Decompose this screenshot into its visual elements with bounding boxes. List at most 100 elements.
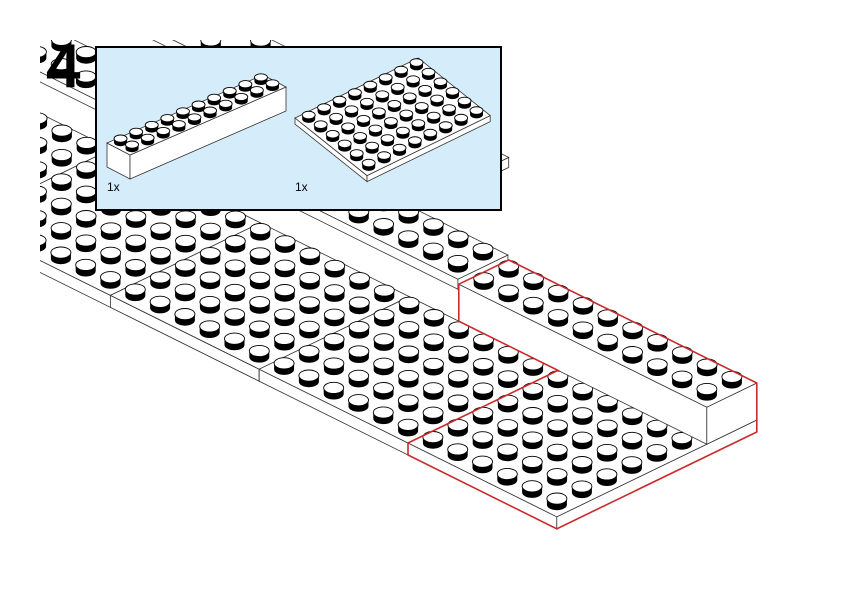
stud [298,345,320,363]
stud [523,272,544,291]
stud [51,124,73,143]
stud [473,272,495,290]
part-quantity-brick-2x10: 1x [107,180,120,194]
stud [571,431,593,450]
stud [365,141,380,154]
stud [368,124,383,137]
stud [596,419,618,438]
base-plate-1 [2,112,113,197]
stud [373,333,395,351]
stud [421,67,436,80]
stud [298,320,320,339]
stud [414,102,429,115]
stud [472,242,494,261]
stud [175,234,196,253]
stud [199,247,221,265]
stud [273,332,295,351]
stud [274,235,296,253]
stud [75,210,97,228]
stud [433,77,448,90]
stud [671,432,693,450]
stud [325,129,340,143]
stud [621,407,643,426]
stud [397,418,419,437]
stud [337,139,352,152]
stud [378,73,393,86]
stud [398,296,420,315]
stud [249,271,271,290]
stud [422,382,444,400]
stud [51,148,73,167]
stud [201,10,221,27]
stud [375,90,390,103]
stud [222,86,237,99]
stud [100,246,122,265]
parts-callout [95,46,502,211]
stud [40,46,47,64]
stud [299,247,321,266]
stud [596,443,618,462]
stud [218,99,233,112]
stud [521,480,543,498]
stud [373,284,395,303]
stud [356,114,371,128]
stud [249,247,271,265]
stud [377,151,392,164]
stud [438,121,453,134]
stud [387,99,402,113]
stud [521,455,543,474]
stud [224,235,246,253]
stud [324,259,346,278]
stud [160,114,175,126]
stud [75,185,97,204]
stud [696,358,718,377]
stud [100,222,122,240]
stud [50,58,72,76]
stud [234,92,249,105]
stud [397,230,419,248]
stud [171,120,186,132]
stud [324,284,345,302]
stud [411,119,426,132]
stud [422,218,444,236]
stud [522,296,544,315]
stud [547,284,569,303]
stud [224,308,246,326]
stud [40,185,47,203]
stud [2,149,22,166]
stud [409,58,424,71]
stud [597,395,618,413]
stud [383,117,398,130]
stud [547,394,569,413]
stud [113,134,128,147]
stud [1,222,21,239]
stud [238,80,253,92]
stud [522,407,544,425]
stud [226,23,246,40]
stud [597,333,619,352]
stud [347,88,362,101]
part-quantity-plate-6x8: 1x [295,180,308,194]
stud [423,128,438,141]
stud [522,431,543,450]
stud [50,246,72,265]
stud [199,271,221,290]
stud [547,419,568,437]
stud [380,134,395,147]
stud [671,370,693,389]
stud [423,309,445,327]
stud [40,112,48,130]
stud [317,103,332,116]
step-number: 4 [46,32,81,101]
part-plate-6x8 [294,57,491,183]
stud [398,369,419,388]
stud [2,10,22,27]
stud [156,126,171,139]
stud [392,143,407,156]
stud [398,321,420,339]
stud [472,431,494,449]
stud [125,140,140,153]
stud [150,246,171,265]
stud [447,254,469,273]
